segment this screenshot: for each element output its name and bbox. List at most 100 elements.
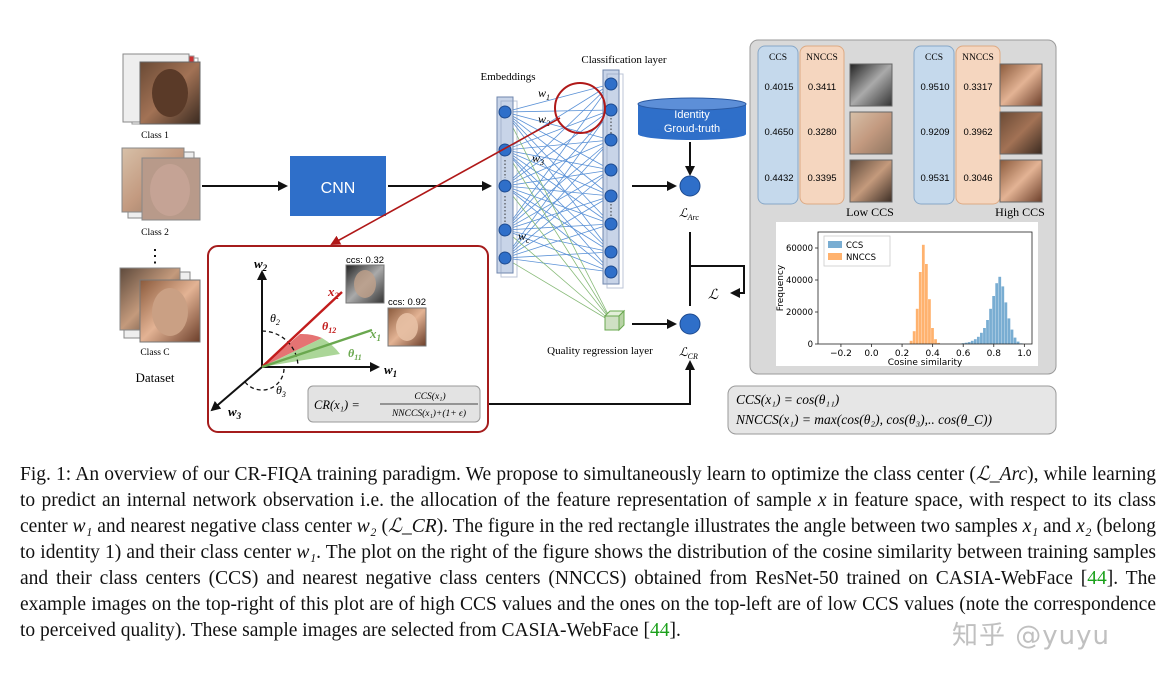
x-tick-label: −0.2 (830, 349, 852, 359)
inset-w2-label: w2 (254, 256, 268, 273)
histogram-bar (1004, 302, 1008, 344)
high-ccs-value: 0.9510 (920, 82, 949, 93)
wc-label: wc (518, 229, 530, 245)
histogram-bar (976, 336, 980, 344)
overview-figure: Class 1 Class 2 ⋮ Class C Dataset CNN Em… (119, 39, 1057, 435)
legend-swatch (828, 241, 842, 248)
cnn-box (290, 156, 386, 216)
histogram-bar (1007, 318, 1011, 344)
histogram-bar (915, 308, 919, 344)
theta11-label: θ11 (348, 346, 362, 362)
inset-x2-label: x2 (327, 284, 340, 301)
histogram-bar (992, 296, 996, 344)
angle-inset: w2 w1 w3 x2 x1 θ2 θ3 θ12 θ11 ccs: 0.32 c… (207, 245, 489, 433)
x1-vector (261, 328, 373, 369)
ccs-a-label: ccs: 0.32 (346, 255, 384, 266)
x-tick-label: 0.6 (956, 349, 971, 359)
histogram-bar (980, 332, 983, 344)
network-connections (504, 83, 612, 273)
high-nnccs-value: 0.3317 (963, 82, 992, 93)
histogram-bar (921, 244, 925, 344)
low-ccs-label: Low CCS (846, 205, 894, 219)
legend-swatch (828, 253, 842, 260)
dataset-ellipsis: ⋮ (146, 246, 164, 266)
inset-w1-label: w1 (384, 362, 397, 379)
dataset-column: Class 1 Class 2 ⋮ Class C Dataset (119, 53, 201, 385)
quality-regression-cube (603, 309, 626, 332)
high-ccs-face (999, 63, 1043, 107)
low-ccs-face (849, 159, 893, 203)
formula-denominator: NNCCS(x₁)+(1+ ϵ) (391, 408, 466, 419)
y-axis-label: Frequency (776, 264, 786, 311)
classification-layer (602, 69, 624, 289)
high-ccs-column (913, 45, 955, 205)
y-tick-label: 60000 (786, 244, 813, 254)
w2-label: w2 (538, 112, 550, 128)
identity-label-line1: Identity (674, 109, 710, 121)
histogram-bar (995, 283, 999, 344)
high-nnccs-value: 0.3046 (963, 173, 992, 184)
figure-caption: Fig. 1: An overview of our CR-FIQA train… (20, 464, 1157, 641)
classC-image-stack (119, 267, 201, 343)
theta2-label: θ2 (270, 311, 280, 327)
math-box: CCS(x₁) = cos(θ₁₁) NNCCS(x₁) = max(cos(θ… (727, 385, 1057, 435)
histogram-bar (998, 276, 1002, 344)
formula-to-lcr-line (482, 360, 695, 405)
theta12-wedge (262, 333, 322, 367)
right-panel: CCS NNCCS 0.4015 0.4650 0.4432 0.3411 0.… (749, 39, 1057, 375)
x2-vector (261, 291, 343, 368)
histogram-bar (909, 340, 913, 344)
histogram-bar (989, 308, 992, 344)
histogram-bar (1001, 286, 1005, 344)
ccs-b-label: ccs: 0.92 (388, 297, 426, 308)
identity-ground-truth-cylinder: Identity Groud-truth (637, 97, 747, 140)
high-ccs-face (999, 159, 1043, 203)
low-ccs-column (757, 45, 799, 205)
dataset-label: Dataset (136, 370, 175, 385)
citation-link[interactable]: 44 (1087, 568, 1107, 589)
quality-connections (504, 111, 613, 323)
high-ccs-value: 0.9209 (920, 127, 949, 138)
low-nnccs-column (799, 45, 845, 205)
low-ccs-value: 0.4432 (764, 173, 793, 184)
classification-layer-label: Classification layer (581, 54, 667, 66)
histogram-bar (983, 328, 986, 344)
low-ccs-face (849, 111, 893, 155)
high-ccs-value: 0.9531 (920, 173, 949, 184)
low-nnccs-value: 0.3395 (807, 173, 836, 184)
plot-frame (817, 231, 1033, 345)
low-ccs-value: 0.4015 (764, 82, 793, 93)
lcr-label: ℒCR (679, 345, 698, 361)
quality-regression-label: Quality regression layer (547, 345, 653, 357)
y-tick-label: 20000 (786, 308, 813, 318)
legend-label: NNCCS (846, 253, 876, 263)
histogram-bar (937, 342, 940, 344)
histogram-bar (925, 264, 928, 344)
nnccs-definition: NNCCS(x₁) = max(cos(θ₂), cos(θ₃),.. cos(… (735, 412, 993, 427)
x-tick-label: 1.0 (1017, 349, 1032, 359)
high-ccs-label: High CCS (995, 205, 1045, 219)
high-ccs-face (999, 111, 1043, 155)
low-nnccs-header: NNCCS (806, 53, 838, 63)
inset-w3-label: w3 (228, 404, 242, 421)
histogram-bar (1010, 329, 1014, 344)
x-axis-label: Cosine similarity (888, 358, 963, 368)
histogram-bar (973, 339, 977, 344)
citation-link[interactable]: 44 (649, 620, 670, 641)
total-loss-label: ℒ (708, 288, 719, 303)
class2-label: Class 2 (141, 228, 169, 238)
histogram-bar (1013, 337, 1017, 344)
x-tick-label: 0.4 (925, 349, 940, 359)
low-nnccs-value: 0.3411 (808, 82, 836, 93)
classC-label: Class C (140, 348, 169, 358)
histogram-bar (1016, 341, 1020, 344)
x-tick-label: 0.8 (987, 349, 1002, 359)
legend-label: CCS (846, 241, 863, 251)
y-tick-label: 40000 (786, 276, 813, 286)
watermark-text: 知乎 @yuyu (952, 621, 1110, 651)
embeddings-layer (496, 96, 518, 278)
identity-label-line2: Groud-truth (664, 123, 720, 135)
class1-label: Class 1 (141, 131, 169, 141)
theta12-label: θ12 (322, 319, 336, 335)
